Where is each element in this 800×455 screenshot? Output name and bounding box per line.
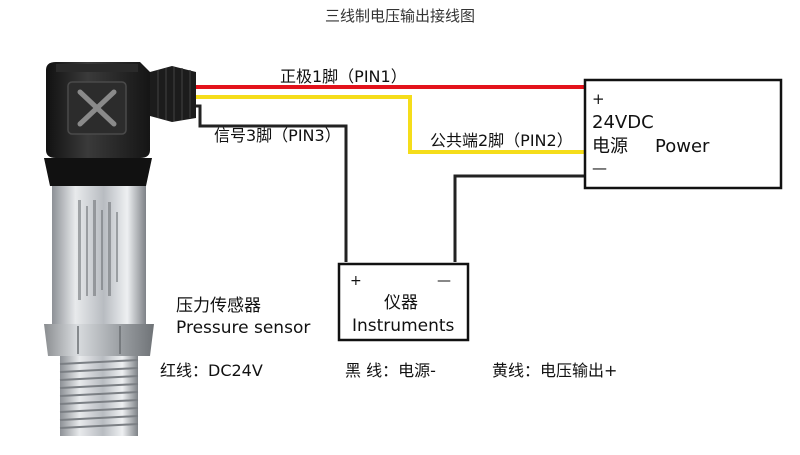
legend-black-wire: 黑 线：电源-: [345, 361, 436, 380]
black-wire-label: 信号3脚（PIN3）: [214, 126, 341, 145]
pressure-sensor: [44, 62, 196, 436]
instrument-minus-terminal: —: [437, 273, 451, 289]
yellow-wire-label: 公共端2脚（PIN2）: [430, 131, 573, 150]
power-voltage: 24VDC: [592, 112, 654, 133]
black-signal-wire: [195, 104, 348, 262]
sensor-label-en: Pressure sensor: [176, 318, 311, 338]
red-wire-label: 正极1脚（PIN1）: [280, 67, 407, 86]
black-ground-wire: [453, 174, 585, 262]
instrument-label-cn: 仪器: [384, 293, 418, 313]
legend-red-wire: 红线：DC24V: [160, 361, 263, 380]
legend-yellow-wire: 黄线：电压输出+: [492, 361, 618, 380]
wires: [195, 85, 585, 262]
instrument-box: [337, 262, 470, 342]
power-minus-terminal: —: [592, 159, 607, 177]
instrument-label-en: Instruments: [352, 316, 455, 336]
instrument-plus-terminal: +: [350, 273, 362, 289]
cross-logo-icon: [77, 89, 117, 127]
sensor-label-cn: 压力传感器: [176, 296, 261, 316]
diagram-title: 三线制电压输出接线图: [324, 7, 475, 25]
yellow-wire: [195, 95, 585, 154]
power-box: [583, 78, 783, 190]
power-plus-terminal: +: [592, 90, 605, 108]
power-label-en: Power: [655, 136, 710, 157]
power-label-cn: 电源: [592, 136, 628, 157]
